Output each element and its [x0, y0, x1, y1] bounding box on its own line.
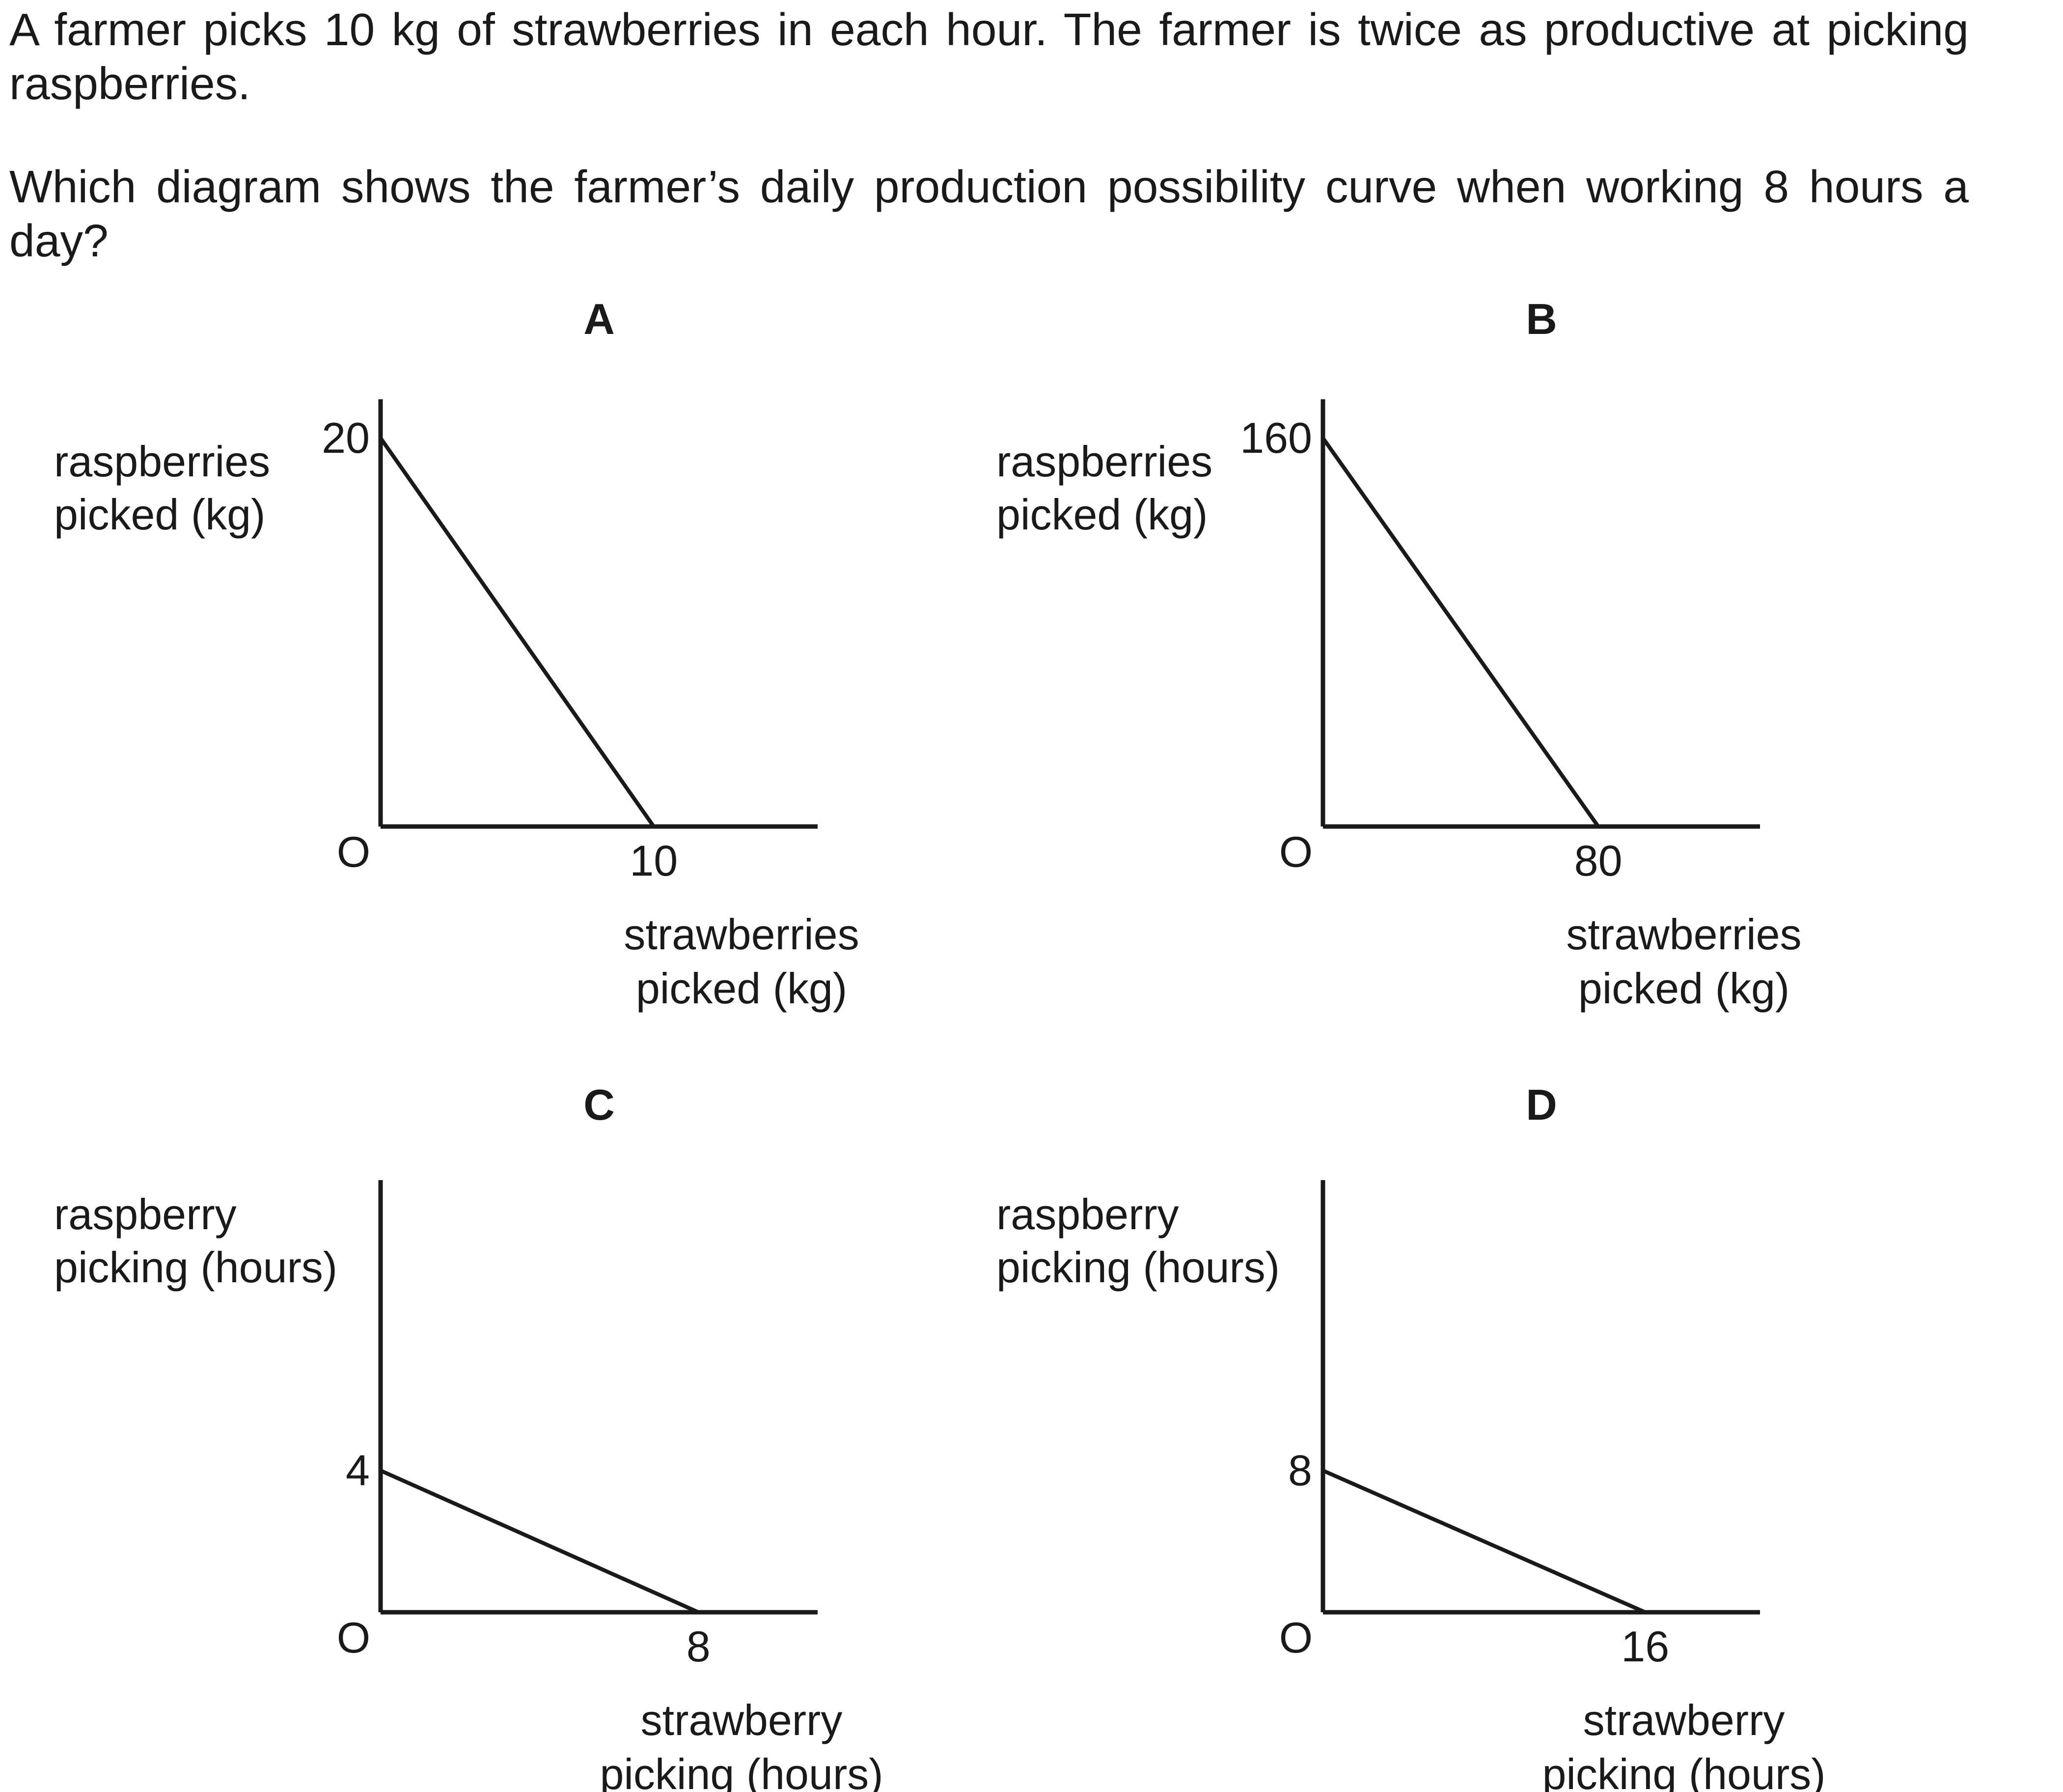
ppc-line-c	[379, 1468, 701, 1614]
ppc-line-b	[1321, 436, 1600, 828]
origin-label-d: O	[1279, 1613, 1313, 1662]
ppc-line-d	[1321, 1468, 1648, 1614]
x-tick-label-c: 8	[687, 1622, 711, 1671]
y-axis-title-line-1-a: raspberries	[54, 437, 270, 486]
y-axis-title-line-1-c: raspberry	[54, 1190, 237, 1239]
x-axis-title-line-1-b: strawberries	[1566, 910, 1801, 959]
y-axis-title-line-2-b: picked (kg)	[996, 490, 1208, 539]
question-paragraph-2: Which diagram shows the farmer’s daily p…	[9, 161, 1969, 266]
y-tick-label-b: 160	[1240, 414, 1312, 462]
y-axis-title-line-1-b: raspberries	[996, 437, 1212, 486]
y-tick-label-d: 8	[1288, 1446, 1312, 1494]
y-axis-title-line-2-a: picked (kg)	[54, 490, 265, 539]
x-axis-title-line-1-a: strawberries	[624, 910, 859, 959]
x-axis-title-line-2-d: picking (hours)	[1542, 1750, 1825, 1792]
panel-label-d: D	[1526, 1080, 1557, 1129]
y-axis-title-line-2-d: picking (hours)	[996, 1243, 1280, 1292]
x-axis-title-line-2-b: picked (kg)	[1578, 964, 1789, 1013]
x-tick-label-d: 16	[1621, 1622, 1669, 1671]
y-axis-title-line-2-c: picking (hours)	[54, 1243, 337, 1292]
y-tick-label-c: 4	[346, 1446, 370, 1494]
panel-label-b: B	[1526, 295, 1557, 343]
x-axis-title-line-1-d: strawberry	[1583, 1696, 1785, 1744]
ppc-line-a	[379, 436, 656, 828]
x-tick-label-b: 80	[1574, 836, 1623, 885]
x-tick-label-a: 10	[630, 836, 678, 885]
panel-label-a: A	[583, 295, 615, 343]
x-axis-title-line-2-c: picking (hours)	[600, 1750, 883, 1792]
x-axis-title-line-2-a: picked (kg)	[636, 964, 847, 1013]
x-axis-title-line-1-c: strawberry	[641, 1696, 843, 1744]
panel-label-c: C	[583, 1080, 615, 1129]
origin-label-b: O	[1279, 827, 1313, 876]
y-axis-title-line-1-d: raspberry	[996, 1190, 1179, 1239]
question-paragraph-1: A farmer picks 10 kg of strawberries in …	[9, 4, 1969, 109]
origin-label-a: O	[337, 827, 370, 876]
origin-label-c: O	[337, 1613, 370, 1662]
y-tick-label-a: 20	[322, 414, 370, 462]
